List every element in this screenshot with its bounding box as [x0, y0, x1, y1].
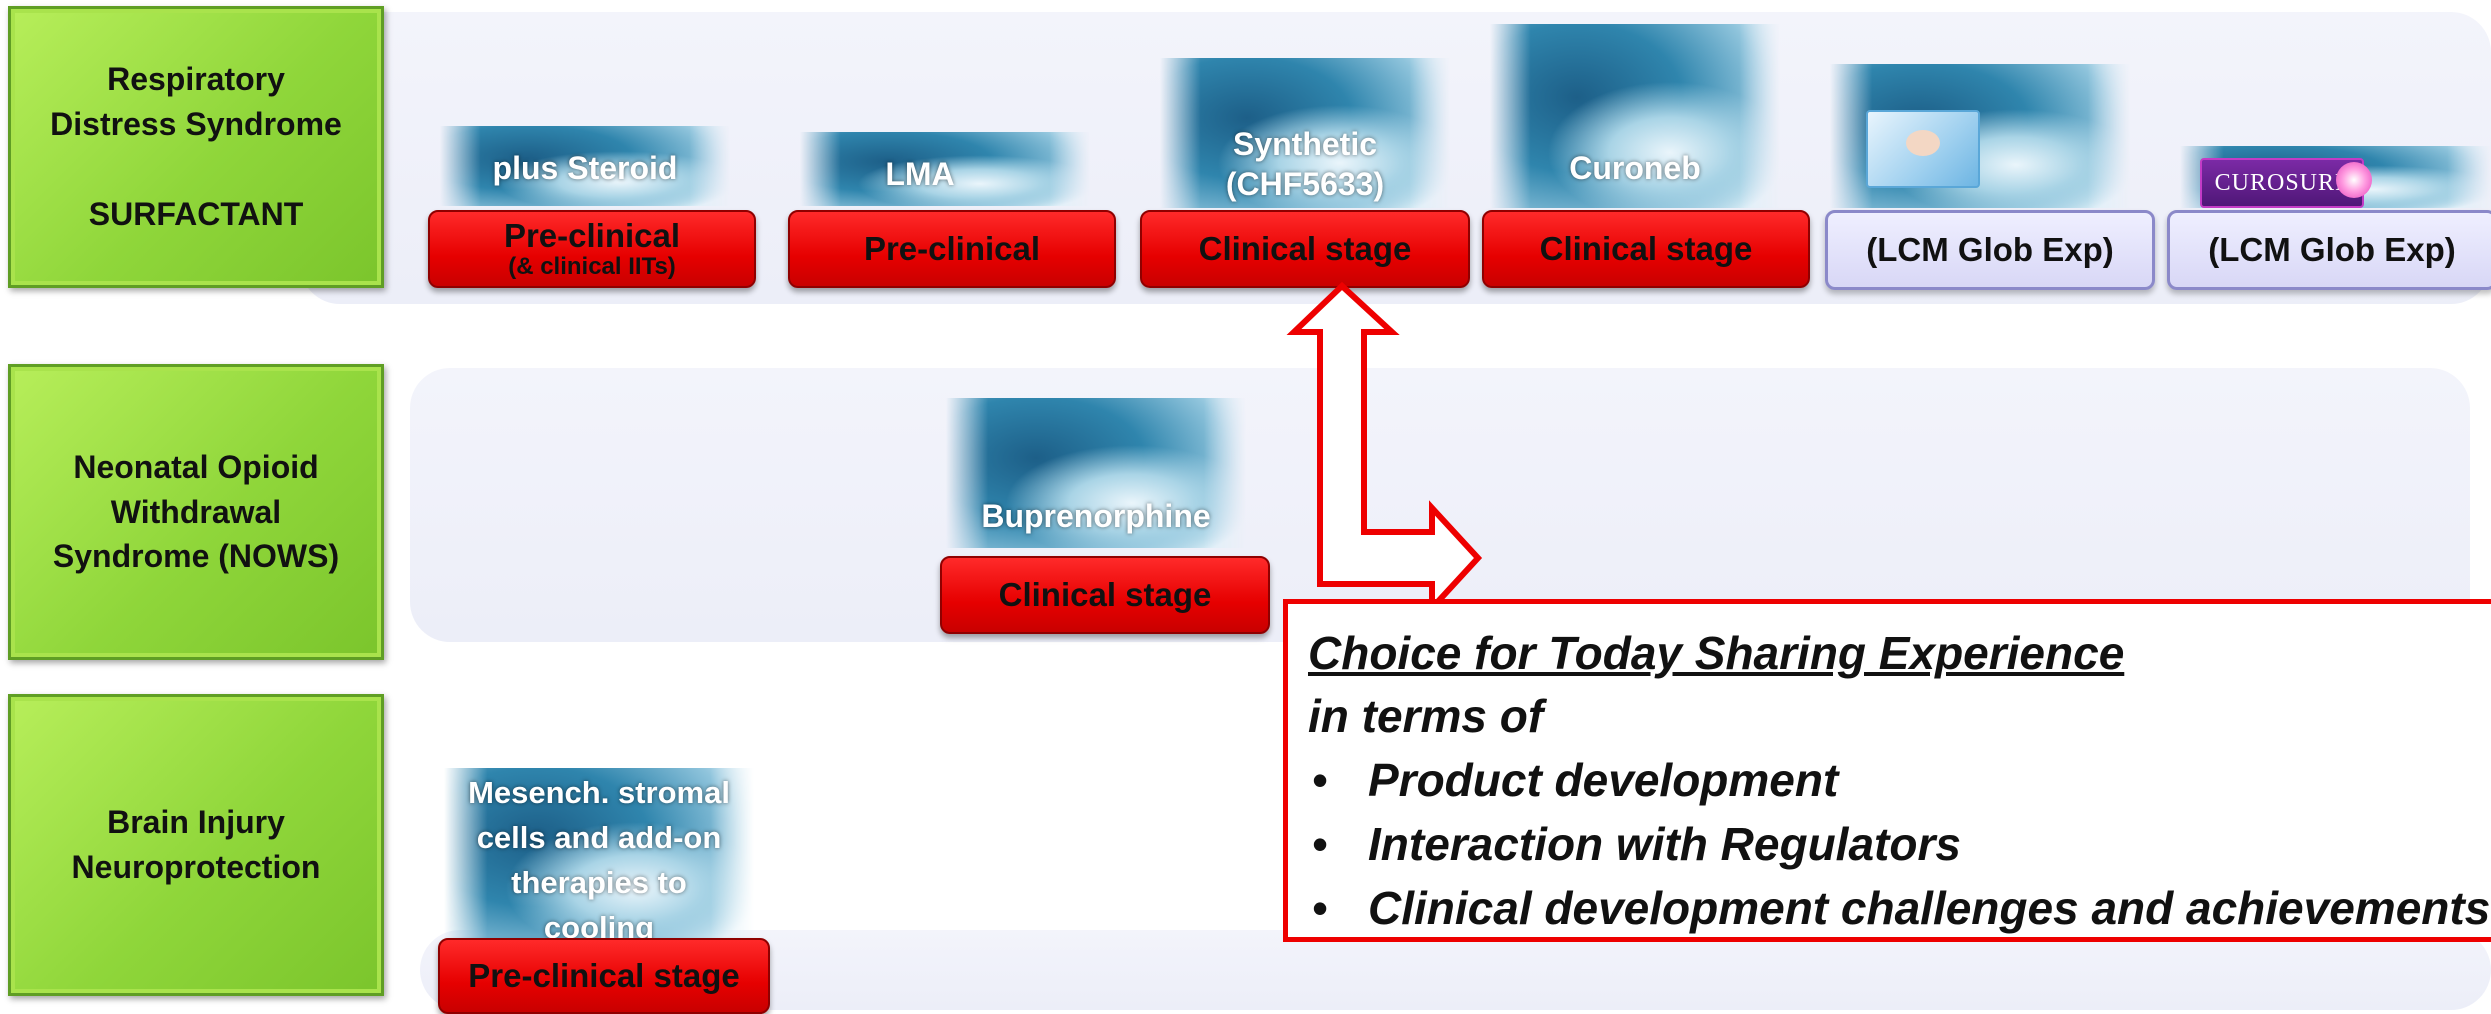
ocean-wave-icon — [444, 768, 754, 940]
category-line: Neonatal Opioid — [73, 448, 319, 485]
list-item: • Interaction with Regulators — [1308, 812, 2491, 876]
list-item-text: Product development — [1368, 754, 1839, 806]
product-name: plus Steroid — [492, 150, 678, 186]
stage-badge: Clinical stage — [1482, 210, 1810, 288]
product-name-line: (CHF5633) — [1225, 166, 1385, 202]
info-box-subtitle: in terms of — [1308, 690, 1544, 742]
info-box-list: • Product development • Interaction with R… — [1308, 748, 2491, 940]
list-item: • Product development — [1308, 748, 2491, 812]
stage-label: (LCM Glob Exp) — [2208, 230, 2456, 268]
product-name-line: Synthetic — [1232, 126, 1378, 162]
stage-badge: (LCM Glob Exp) — [2167, 210, 2491, 290]
bullet-icon: • — [1312, 754, 1329, 806]
ocean-wave-icon — [946, 398, 1246, 548]
ocean-wave-icon — [800, 132, 1090, 206]
ocean-wave-icon — [1160, 58, 1450, 208]
stage-label: Clinical stage — [998, 575, 1212, 613]
stage-label: (LCM Glob Exp) — [1866, 230, 2114, 268]
product-name-line: Mesench. stromal — [468, 775, 730, 810]
category-line: Neuroprotection — [71, 849, 321, 885]
list-item-text: Clinical development challenges and achi… — [1368, 882, 2491, 934]
stage-label: Clinical stage — [1539, 229, 1753, 267]
category-line: Brain Injury — [107, 804, 285, 841]
stage-label: Clinical stage — [1198, 229, 1412, 267]
product-name: Synthetic (CHF5633) — [1160, 124, 1450, 204]
product-name-line: therapies to — [511, 865, 687, 900]
stage-badge: Pre-clinical stage — [438, 938, 770, 1014]
stage-badge: Pre-clinical — [788, 210, 1116, 288]
stage-badge: Clinical stage — [940, 556, 1270, 634]
bullet-icon: • — [1312, 818, 1329, 870]
pink-flower-icon — [2336, 162, 2372, 198]
category-line: Withdrawal — [110, 493, 282, 530]
stage-badge: (LCM Glob Exp) — [1825, 210, 2155, 290]
category-line: Respiratory — [107, 61, 285, 98]
list-item: • Clinical development challenges and ach… — [1308, 876, 2491, 940]
stage-label: Pre-clinical — [863, 229, 1041, 267]
stage-badge: Clinical stage — [1140, 210, 1470, 288]
category-surfactant: Respiratory Distress Syndrome SURFACTANT — [8, 6, 384, 288]
ocean-wave-icon — [1490, 24, 1780, 208]
product-name: Buprenorphine — [981, 498, 1211, 534]
product-name: LMA — [885, 156, 955, 192]
product-box-image — [1866, 110, 1980, 188]
category-brain-injury: Brain Injury Neuroprotection — [8, 694, 384, 996]
product-name: Mesench. stromal cells and add-on therap… — [444, 770, 754, 950]
product-name-line: cells and add-on — [476, 820, 722, 855]
curosurf-logo-text: CUROSURF — [2214, 169, 2350, 196]
category-line: SURFACTANT — [88, 195, 304, 232]
stage-label: Pre-clinical — [503, 216, 681, 254]
category-nows: Neonatal Opioid Withdrawal Syndrome (NOW… — [8, 364, 384, 660]
stage-sublabel: (& clinical IITs) — [508, 252, 676, 280]
category-line: Distress Syndrome — [50, 106, 342, 143]
product-name: Curoneb — [1569, 150, 1701, 186]
category-line: Syndrome (NOWS) — [52, 538, 340, 575]
list-item-text: Interaction with Regulators — [1368, 818, 1961, 870]
ocean-wave-icon — [440, 126, 730, 206]
info-box-title: Choice for Today Sharing Experience — [1308, 627, 2125, 679]
bullet-icon: • — [1312, 882, 1329, 934]
info-box: Choice for Today Sharing Experience in t… — [1283, 599, 2491, 942]
stage-badge: Pre-clinical (& clinical IITs) — [428, 210, 756, 288]
stage-label: Pre-clinical stage — [468, 956, 740, 994]
